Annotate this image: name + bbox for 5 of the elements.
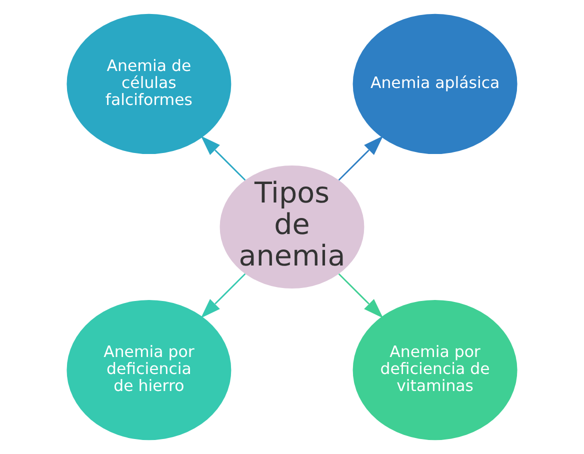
arrow (200, 136, 246, 181)
arrow (200, 273, 246, 318)
arrow (338, 136, 384, 181)
arrow (338, 273, 384, 318)
node-ellipse: Tipos de anemia (220, 166, 364, 288)
